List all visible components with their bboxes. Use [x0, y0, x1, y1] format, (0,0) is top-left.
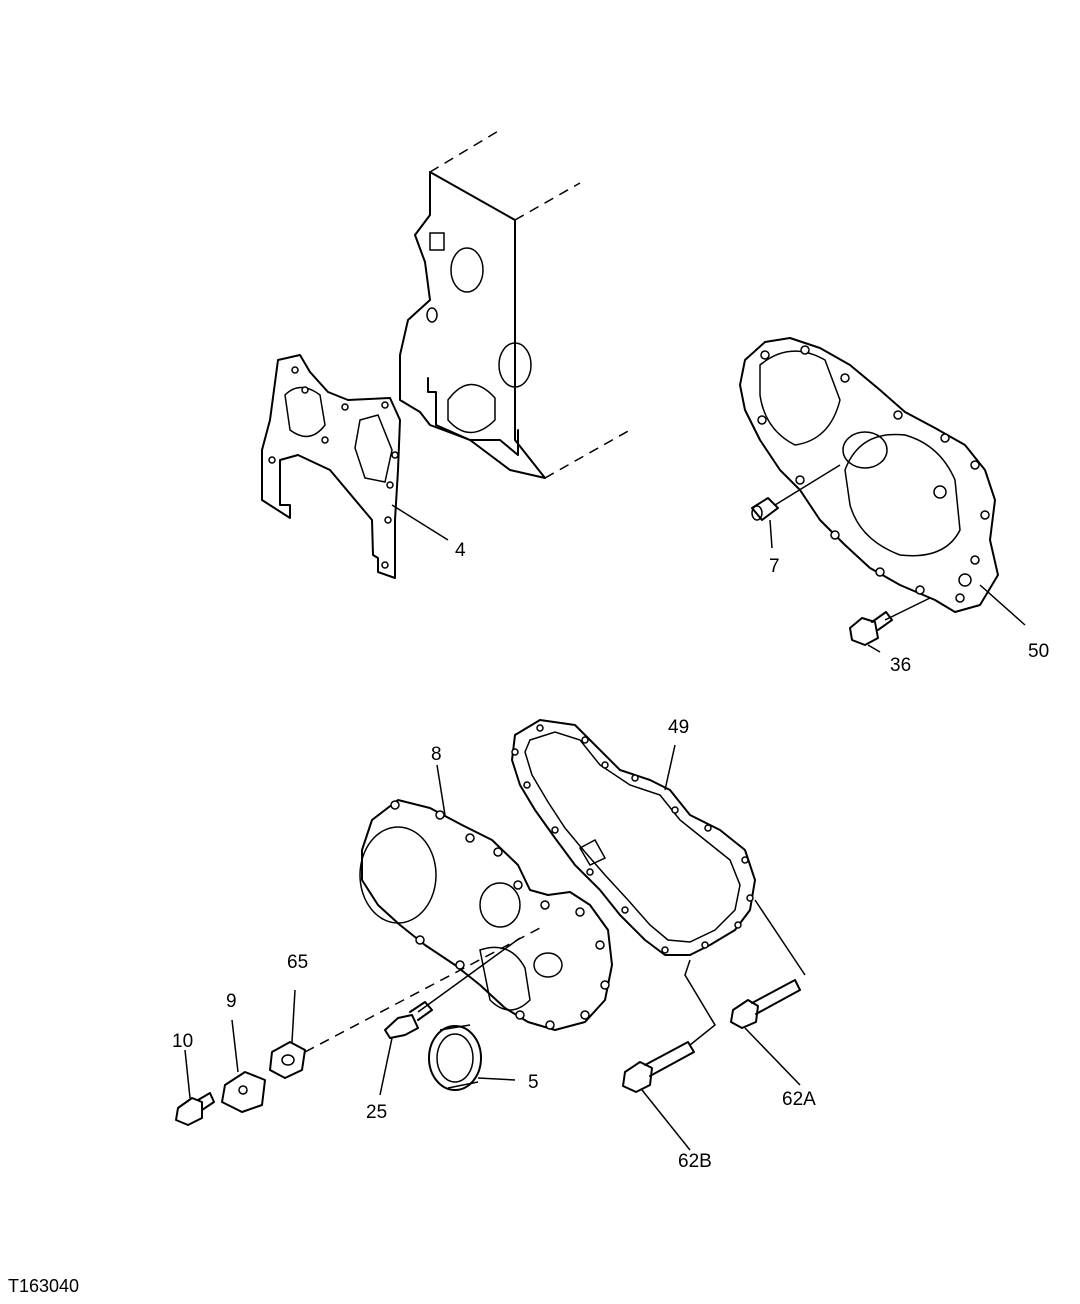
callout-50: 50	[1028, 641, 1049, 662]
callout-4: 4	[455, 540, 466, 561]
alignment-line	[304, 927, 541, 1053]
callout-62B: 62B	[678, 1151, 712, 1172]
cap-screw-62B	[622, 959, 716, 1151]
cap-screw-36	[849, 597, 931, 653]
front-cover-8	[359, 764, 613, 1031]
callout-62A: 62A	[782, 1089, 816, 1110]
dowel-pin-7	[751, 464, 841, 549]
cover-plate-9	[221, 1019, 266, 1113]
figure-id: T163040	[8, 1276, 79, 1296]
gear-housing-50	[739, 337, 1026, 626]
callout-49: 49	[668, 717, 689, 738]
callout-10: 10	[172, 1031, 193, 1052]
cap-screw-10	[175, 1049, 215, 1126]
gasket-49	[511, 719, 756, 956]
cap-screw-62A	[730, 899, 806, 1086]
stud-25	[379, 937, 521, 1096]
callout-36: 36	[890, 655, 911, 676]
callout-7: 7	[769, 556, 780, 577]
callout-9: 9	[226, 991, 237, 1012]
callout-5: 5	[528, 1072, 539, 1093]
oil-seal-5	[428, 1024, 516, 1091]
callout-25: 25	[366, 1102, 387, 1123]
callout-65: 65	[287, 952, 308, 973]
gasket-65	[269, 989, 306, 1079]
engine-block	[399, 129, 631, 479]
gasket-4	[261, 354, 449, 579]
callout-8: 8	[431, 744, 442, 765]
